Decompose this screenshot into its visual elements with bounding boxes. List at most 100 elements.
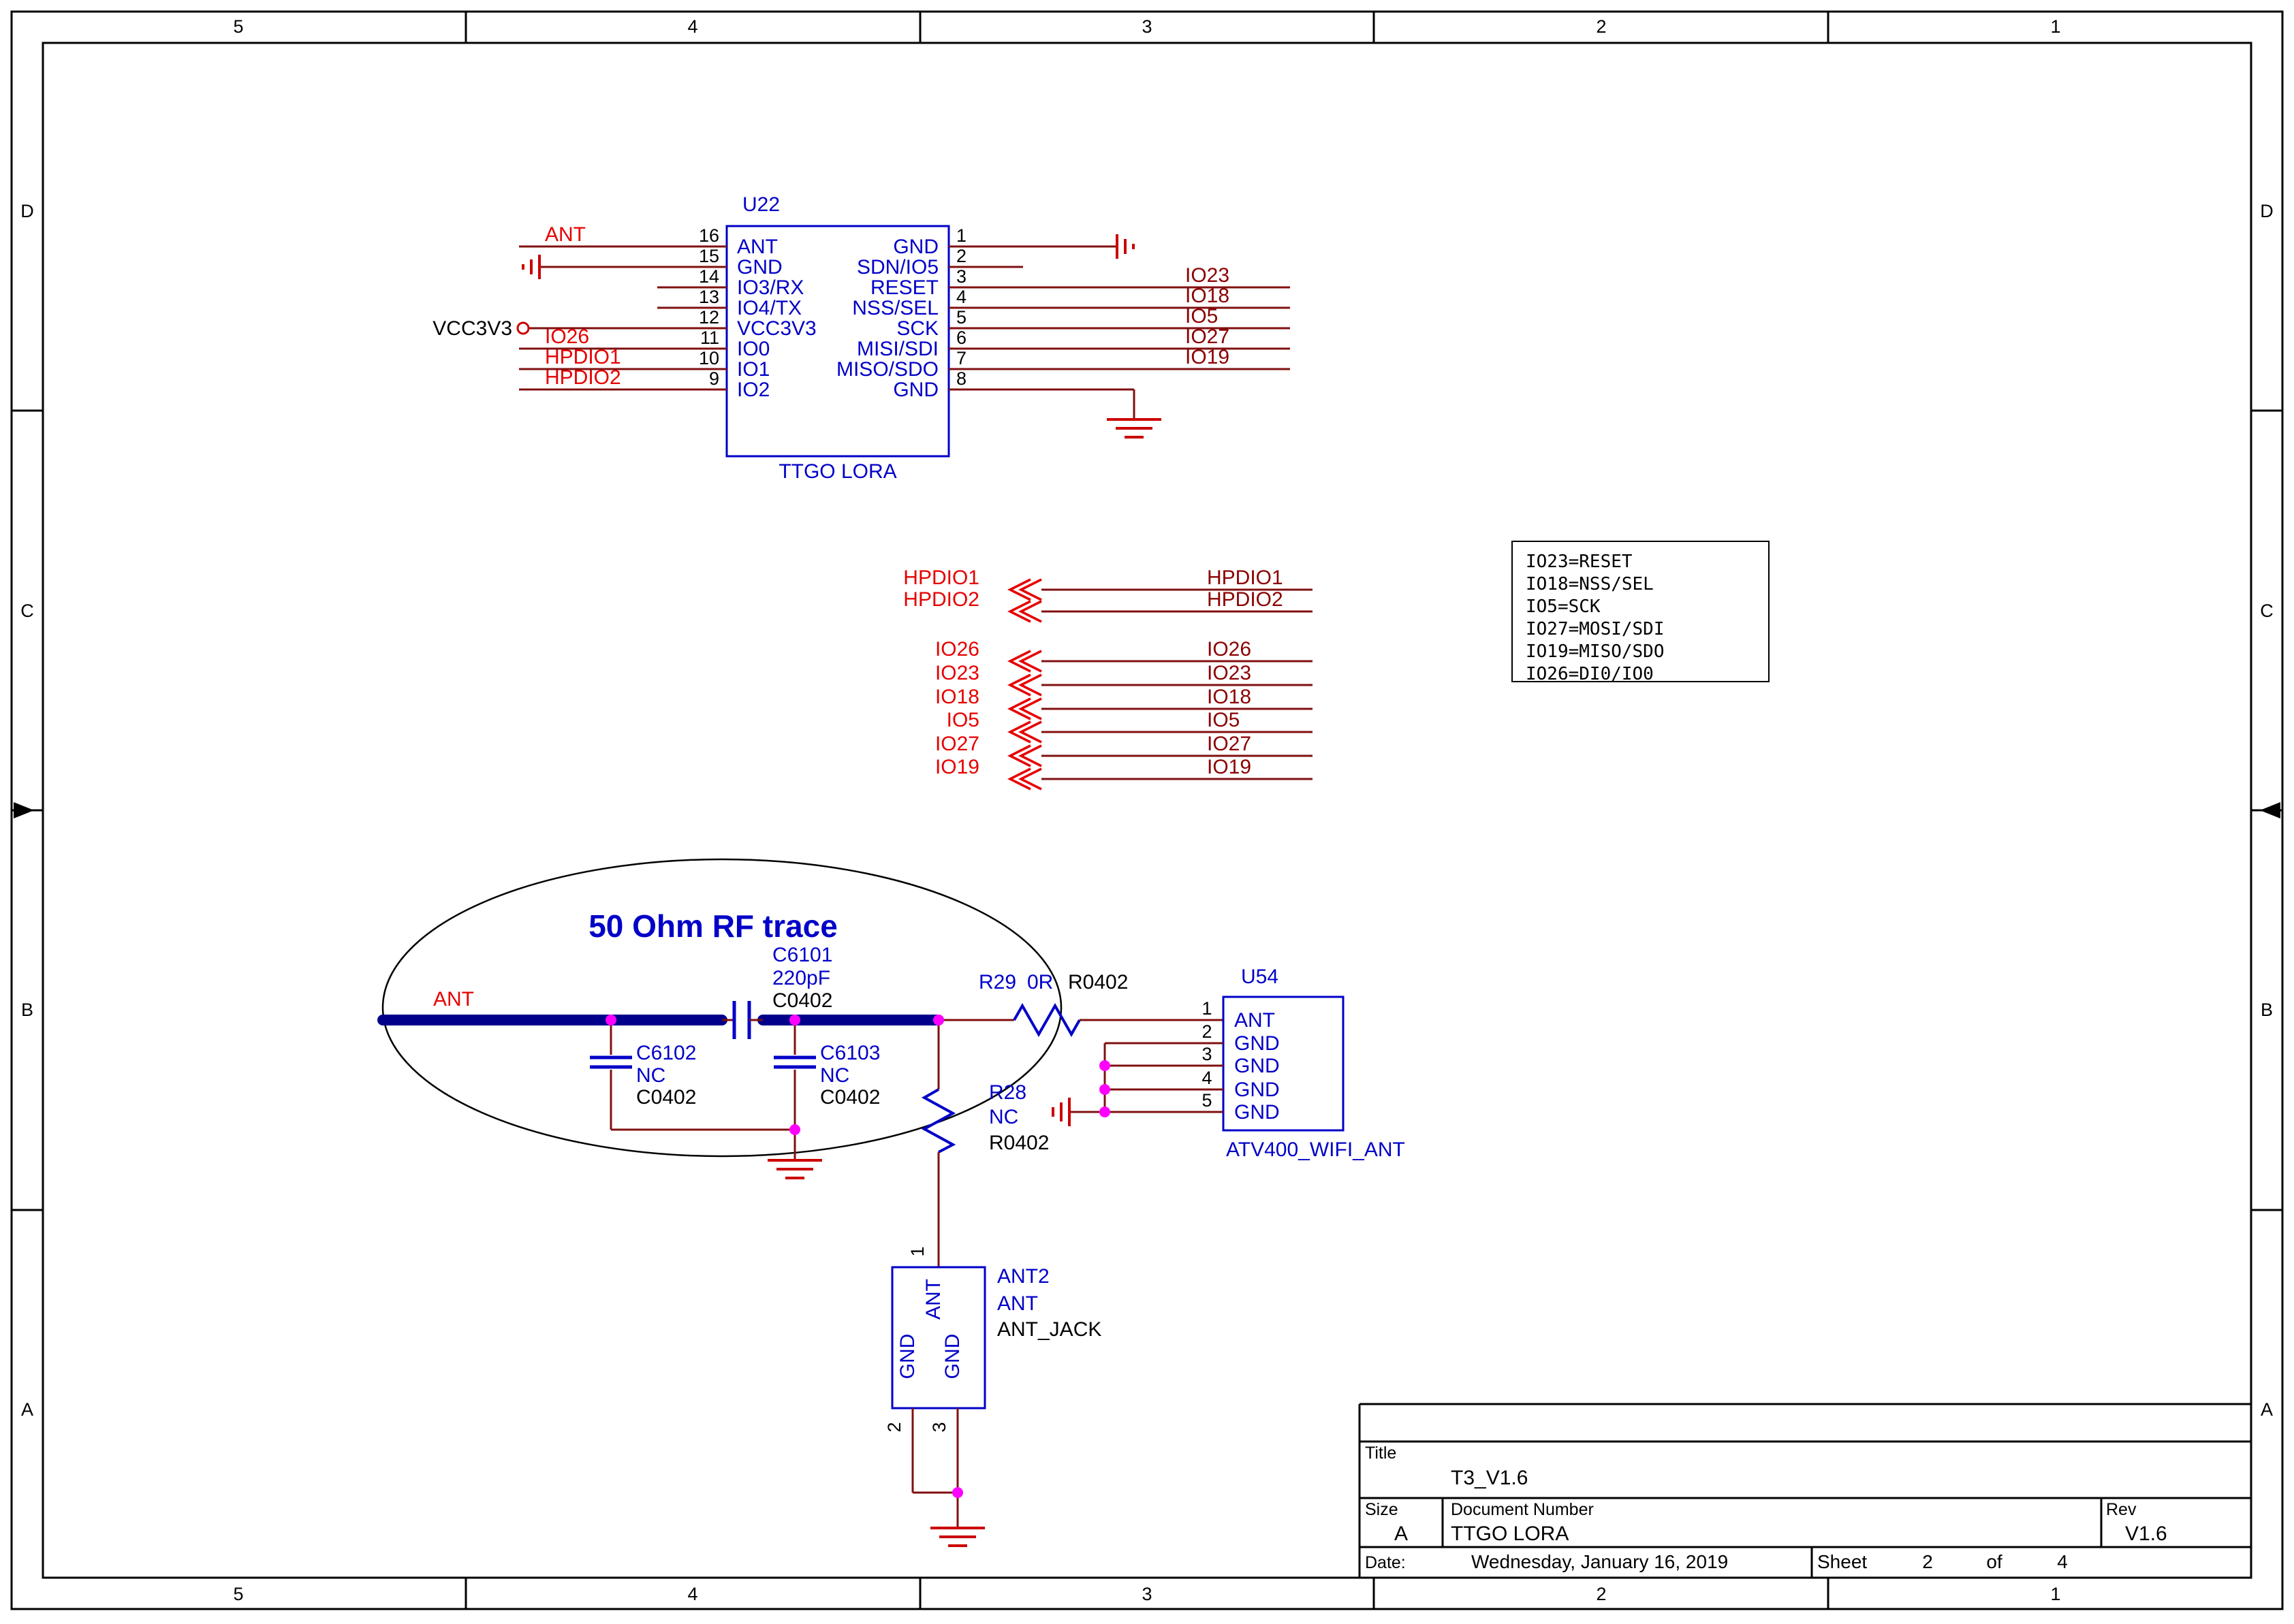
- zone-label-row: D: [20, 201, 34, 221]
- c6102-footprint: C0402: [636, 1086, 696, 1109]
- capacitor-c6103: [774, 1025, 816, 1130]
- zone-label-col: 1: [2050, 1584, 2060, 1604]
- zone-label-row: D: [2260, 201, 2274, 221]
- net-label: HPDIO1: [903, 567, 979, 589]
- sheet-border-outer: [10, 10, 2284, 1610]
- u54-symbol-body: [1222, 996, 1345, 1132]
- u22-part-name: TTGO LORA: [779, 460, 896, 483]
- offpage-connector-icon: [1018, 744, 1042, 767]
- svg-text:4: 4: [1201, 1068, 1212, 1088]
- r29-value: 0R: [1027, 971, 1053, 993]
- u22-left-pins: ANT 16 GND 15 IO3/RX 14 IO4/TX 13 VCC3V3…: [699, 225, 817, 401]
- svg-text:1: 1: [956, 225, 967, 246]
- u54-part-name: ATV400_WIFI_ANT: [1226, 1139, 1405, 1161]
- r29-refdes: R29: [979, 971, 1016, 993]
- r28-footprint: R0402: [989, 1132, 1049, 1154]
- offpage-connector-icon: [1018, 697, 1042, 720]
- r28-value: NC: [989, 1106, 1018, 1128]
- capacitor-c6101: [722, 1001, 763, 1039]
- ant2-symbol: 1 ANT GND GND 2 3: [884, 1246, 986, 1433]
- rf-callout-ellipse: [381, 858, 1063, 1158]
- offpage-connector-icon: [1007, 600, 1031, 623]
- net-label-vcc3v3: VCC3V3: [433, 317, 512, 340]
- zone-label-col: 5: [233, 1584, 243, 1604]
- u22-refdes: U22: [742, 193, 780, 216]
- net-label: HPDIO1: [1207, 567, 1283, 589]
- resistor-r29: [939, 1002, 1223, 1038]
- titleblock-docnum-label: Document Number: [1451, 1500, 1594, 1519]
- net-label-io26: IO26: [545, 325, 589, 348]
- zone-labels: 5 4 3 2 1 5 4 3 2 1 D C B A D C B A: [20, 16, 2274, 1604]
- ground-symbol: [768, 1159, 822, 1179]
- offpage-connector-icon: [1018, 767, 1042, 791]
- junction-dot: [952, 1487, 963, 1498]
- alignment-arrow-right: [2260, 802, 2280, 818]
- svg-text:GND: GND: [893, 236, 939, 258]
- svg-text:RESET: RESET: [870, 276, 939, 299]
- sheet-frame: 5 4 3 2 1 5 4 3 2 1 D C B A D C B A: [10, 10, 2284, 1610]
- zone-label-col: 1: [2050, 16, 2060, 37]
- offpage-connector-icon: [1007, 744, 1031, 767]
- svg-text:11: 11: [700, 328, 719, 348]
- offpage-connector-icon: [1007, 720, 1031, 744]
- svg-text:GND: GND: [1234, 1101, 1280, 1124]
- titleblock-date-label: Date:: [1365, 1553, 1406, 1572]
- titleblock-sheet-total: 4: [2057, 1551, 2068, 1572]
- c6103-value: NC: [820, 1064, 849, 1087]
- net-label: HPDIO2: [903, 588, 979, 611]
- rf-section: 50 Ohm RF trace ANT C6101 220pF C0402 C6…: [377, 858, 1405, 1547]
- svg-text:8: 8: [956, 368, 967, 389]
- net-label: IO19: [935, 756, 979, 778]
- ant2-refdes: ANT2: [997, 1265, 1050, 1288]
- junction-dots: [606, 1015, 1110, 1498]
- svg-text:IO0: IO0: [737, 338, 770, 360]
- svg-text:NSS/SEL: NSS/SEL: [852, 297, 939, 319]
- svg-text:6: 6: [956, 328, 967, 348]
- ant2-pin1-number: 1: [907, 1246, 928, 1256]
- offpage-connector-icon: [1007, 673, 1031, 697]
- ground-symbol: [1052, 1098, 1071, 1126]
- offpage-connector-icon: [1007, 650, 1031, 673]
- offpage-connector-icon: [1018, 600, 1042, 623]
- offpage-connector-icon: [1007, 578, 1031, 601]
- u22-right-pins: GND 1 SDN/IO5 2 RESET 3 NSS/SEL 4 SCK 5 …: [836, 225, 967, 401]
- titleblock-sheet-number: 2: [1922, 1551, 1933, 1572]
- net-label-io27: IO27: [1185, 325, 1229, 348]
- capacitor-c6102: [590, 1025, 632, 1130]
- svg-text:9: 9: [709, 368, 719, 389]
- titleblock-date-value: Wednesday, January 16, 2019: [1471, 1551, 1728, 1572]
- zone-label-row: C: [2260, 601, 2274, 621]
- ant2-pad-gnd: GND: [941, 1334, 964, 1380]
- offpage-connector-icon: [1007, 697, 1031, 720]
- svg-text:IO4/TX: IO4/TX: [737, 297, 802, 319]
- svg-text:5: 5: [956, 307, 967, 328]
- net-label: HPDIO2: [1207, 588, 1283, 611]
- svg-text:4: 4: [956, 287, 967, 307]
- c6103-refdes: C6103: [820, 1042, 880, 1064]
- junction-dot: [789, 1124, 800, 1135]
- svg-text:ANT: ANT: [737, 236, 778, 258]
- ant2-value: ANT: [997, 1292, 1038, 1315]
- note-line: IO27=MOSI/SDI: [1526, 619, 1665, 639]
- titleblock-size-value: A: [1394, 1523, 1408, 1545]
- note-line: IO23=RESET: [1526, 552, 1633, 572]
- svg-text:2: 2: [1201, 1021, 1212, 1042]
- net-label: IO27: [935, 733, 979, 755]
- u22-left-wires: [519, 245, 727, 391]
- u54-symbol: U54 ATV400_WIFI_ANT ANT 1 GND 2 GND 3 GN…: [1201, 966, 1404, 1161]
- svg-text:1: 1: [1201, 998, 1212, 1019]
- svg-text:GND: GND: [737, 256, 783, 278]
- ant2-pad-ant: ANT: [922, 1279, 945, 1320]
- junction-dot: [789, 1015, 800, 1025]
- c6103-footprint: C0402: [820, 1086, 880, 1109]
- c6102-refdes: C6102: [636, 1042, 696, 1064]
- titleblock-rev-value: V1.6: [2125, 1523, 2167, 1545]
- note-line: IO26=DI0/IO0: [1526, 664, 1654, 684]
- net-label: IO19: [1207, 756, 1251, 778]
- sheet-border-inner: [42, 42, 2252, 1579]
- svg-text:10: 10: [699, 348, 719, 368]
- u54-refdes: U54: [1241, 966, 1278, 988]
- net-label-hpdio1: HPDIO1: [545, 346, 621, 368]
